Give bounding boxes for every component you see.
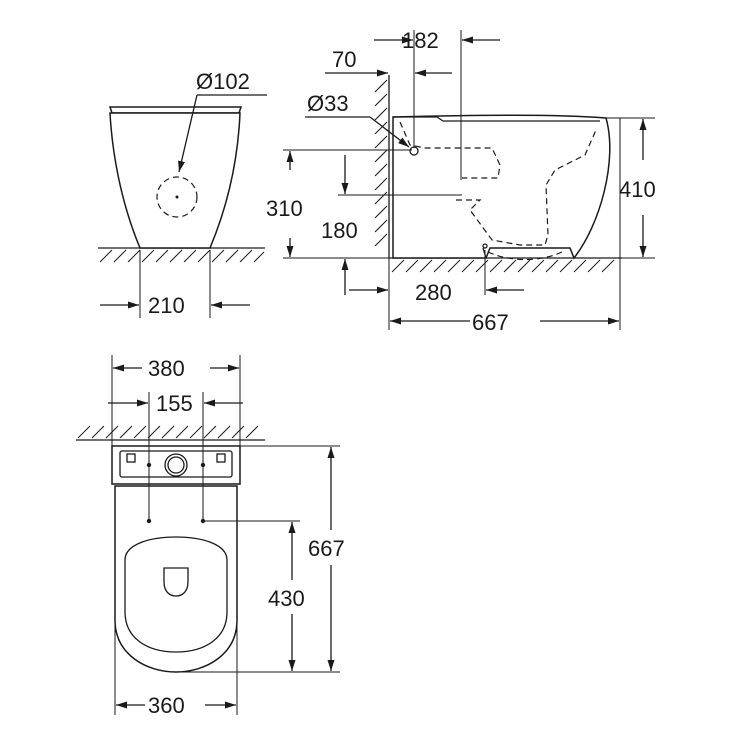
bowl-width-label: 360 bbox=[148, 693, 185, 718]
flush-button-icon bbox=[164, 453, 188, 477]
offset-inlet-label: 182 bbox=[402, 28, 439, 53]
top-total-length-label: 667 bbox=[308, 536, 345, 561]
dim-side-total-length: 667 bbox=[390, 310, 619, 335]
front-toilet-body bbox=[108, 106, 243, 249]
dim-offset-inlet: 182 bbox=[374, 28, 500, 53]
side-wall bbox=[374, 75, 390, 258]
top-wall bbox=[76, 425, 265, 441]
offset-top-label: 70 bbox=[332, 47, 356, 72]
outlet-distance-label: 280 bbox=[415, 280, 452, 305]
dim-tank-width: 380 bbox=[113, 356, 239, 381]
height-outlet-label: 180 bbox=[321, 218, 358, 243]
dim-outlet-distance: 280 bbox=[349, 280, 524, 305]
top-toilet-body bbox=[111, 445, 241, 673]
front-view: Ø102 210 bbox=[98, 69, 267, 318]
dim-inlet-diameter: Ø102 bbox=[178, 69, 267, 173]
inlet-circle bbox=[156, 176, 198, 218]
water-inlet-diameter-label: Ø33 bbox=[307, 91, 349, 116]
dim-water-inlet-diameter: Ø33 bbox=[305, 91, 410, 148]
dim-height-inlet: 310 bbox=[266, 151, 303, 257]
side-total-length-label: 667 bbox=[472, 310, 509, 335]
dim-height-outlet: 180 bbox=[321, 155, 358, 295]
dim-top-total-length: 667 bbox=[308, 447, 345, 671]
side-view: 182 70 Ø33 310 180 410 bbox=[266, 28, 656, 335]
top-view: 380 155 667 430 360 bbox=[76, 355, 345, 718]
dim-total-height: 410 bbox=[619, 119, 656, 257]
side-floor bbox=[389, 257, 622, 273]
dim-offset-top: 70 bbox=[325, 47, 452, 77]
fixing-distance-label: 430 bbox=[268, 586, 305, 611]
dim-fixing-distance: 430 bbox=[268, 522, 305, 671]
dim-fixing-spacing: 155 bbox=[108, 391, 243, 416]
fixing-spacing-label: 155 bbox=[156, 391, 193, 416]
dim-bowl-width: 360 bbox=[116, 693, 236, 718]
height-inlet-label: 310 bbox=[266, 196, 303, 221]
total-height-label: 410 bbox=[619, 177, 656, 202]
inlet-diameter-label: Ø102 bbox=[196, 69, 250, 94]
side-toilet-body bbox=[392, 114, 611, 261]
base-width-label: 210 bbox=[148, 293, 185, 318]
front-floor bbox=[98, 247, 265, 263]
tank-width-label: 380 bbox=[148, 356, 185, 381]
dim-base-width: 210 bbox=[100, 250, 250, 318]
